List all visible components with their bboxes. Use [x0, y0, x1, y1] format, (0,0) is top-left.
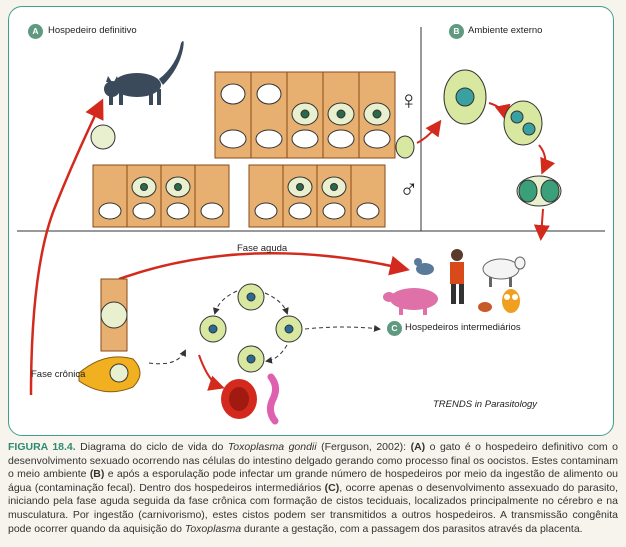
caption-ref-b: (B): [89, 468, 105, 481]
arrow-to-cat: [29, 98, 104, 396]
oocyst-stage-1: [443, 69, 487, 125]
sheep-icon: [482, 256, 526, 287]
caption-text-3: o gato é o hospedeiro definitivo com o d…: [8, 441, 618, 481]
oocyst-sporulated: [516, 175, 562, 207]
figure-caption: FIGURA 18.4. Diagrama do ciclo de vida d…: [8, 441, 618, 536]
life-cycle-diagram: A Hospedeiro definitivo B Ambiente exter…: [8, 6, 614, 436]
brain-tissue-cyst: [78, 356, 141, 393]
female-symbol: ♀: [399, 85, 419, 115]
oocyst-unsporulated: [395, 135, 415, 159]
badge-c: C: [387, 321, 402, 336]
intestinal-cells-bottom: [92, 164, 386, 228]
label-acute-phase: Fase aguda: [237, 243, 288, 254]
badge-b: B: [449, 24, 464, 39]
caption-text-2: (Ferguson, 2002):: [316, 441, 411, 453]
acute-phase-arrow: [118, 251, 410, 281]
label-definitive-host: Hospedeiro definitivo: [48, 25, 137, 36]
caption-text-4: e após a esporulação pode infectar um gr…: [8, 468, 618, 494]
fetus-icon: [221, 379, 257, 419]
placenta-icon: [266, 373, 280, 425]
owl-icon: [502, 289, 520, 313]
label-intermediate-hosts: Hospedeiros intermediários: [405, 322, 521, 333]
zoite-bundle: [90, 124, 116, 150]
badge-a: A: [28, 24, 43, 39]
caption-text-5: , ocorre apenas o desenvolvimento assexu…: [8, 481, 618, 535]
label-chronic-phase: Fase crônica: [31, 369, 86, 380]
caption-ref-c: (C): [324, 481, 340, 494]
credit-label: TRENDS in Parasitology: [433, 399, 538, 410]
muscle-tissue-cyst: [100, 278, 128, 352]
caption-text-1: Diagrama do ciclo de vida do: [75, 441, 228, 453]
cell-contents-bottom: [98, 176, 380, 220]
caption-species-name: Toxoplasma gondii: [227, 441, 317, 453]
small-bird-icon: [478, 302, 492, 312]
label-environment: Ambiente externo: [468, 25, 543, 36]
pig-icon: [383, 288, 438, 315]
caption-genus-name: Toxoplasma: [184, 522, 242, 535]
figure-number: FIGURA 18.4.: [8, 441, 76, 453]
male-symbol: ♂: [399, 173, 419, 203]
bird-icon: [414, 258, 434, 275]
cat-icon: [104, 41, 184, 105]
caption-text-6: durante a gestação, com a passagem dos p…: [241, 522, 583, 535]
oocyst-stage-2: [503, 100, 543, 146]
diagram-drawing: [17, 27, 605, 425]
caption-ref-a: (A): [410, 441, 426, 453]
cell-contents-top: [219, 83, 391, 149]
human-icon: [450, 249, 464, 304]
intermediate-hosts-icons: [383, 249, 526, 315]
tachyzoite-ring: [199, 283, 303, 373]
